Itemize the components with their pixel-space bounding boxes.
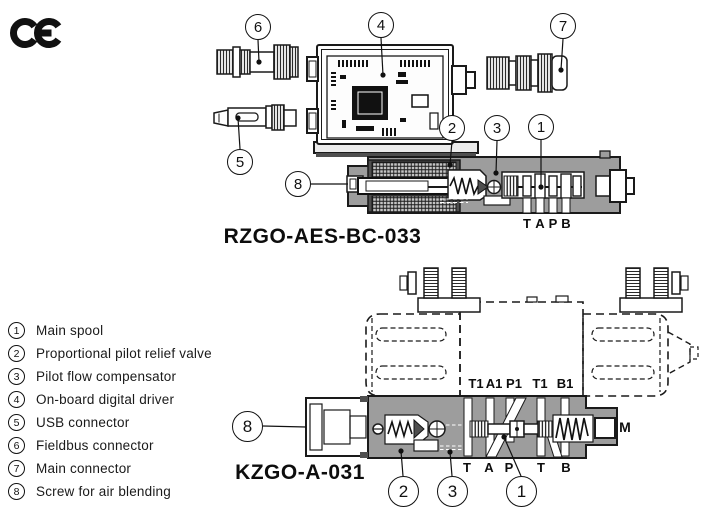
legend-label-8: Screw for air blending xyxy=(36,484,171,499)
fieldbus-connector-drawing xyxy=(216,44,299,80)
kzgo-gauge-port-m: M xyxy=(619,419,631,435)
rzgo-port-p: P xyxy=(548,216,558,231)
legend-label-7: Main connector xyxy=(36,461,132,476)
kzgo-port-b: B xyxy=(561,460,571,475)
legend-label-1: Main spool xyxy=(36,323,104,338)
kzgo-port-b1: B1 xyxy=(556,376,574,391)
legend-label-2: Proportional pilot relief valve xyxy=(36,346,212,361)
legend-label-4: On-board digital driver xyxy=(36,392,175,407)
kzgo-port-p1: P1 xyxy=(506,376,522,391)
legend-item-usb-connector: 5 USB connector xyxy=(8,411,212,434)
callout-fieldbus-connector: 6 xyxy=(245,14,271,40)
kzgo-model-title: KZGO-A-031 xyxy=(235,461,365,484)
callout-usb-connector: 5 xyxy=(227,149,253,175)
kzgo-port-t2: T xyxy=(537,460,545,475)
legend-label-6: Fieldbus connector xyxy=(36,438,154,453)
callout-main-connector: 7 xyxy=(550,13,576,39)
legend-item-fieldbus-connector: 6 Fieldbus connector xyxy=(8,434,212,457)
legend-number-8: 8 xyxy=(8,483,25,500)
callout-compensator-rzgo: 3 xyxy=(484,115,510,141)
legend-item-digital-driver: 4 On-board digital driver xyxy=(8,388,212,411)
kzgo-pilot-valve-drawing xyxy=(305,395,618,459)
kzgo-port-a: A xyxy=(484,460,494,475)
rzgo-port-a: A xyxy=(535,216,545,231)
ce-logo-icon xyxy=(10,18,62,48)
kzgo-port-t1b: T1 xyxy=(532,376,548,391)
callout-main-spool-rzgo: 1 xyxy=(528,114,554,140)
kzgo-port-a1: A1 xyxy=(485,376,503,391)
main-connector-drawing xyxy=(486,53,568,93)
legend-number-2: 2 xyxy=(8,345,25,362)
legend-item-main-connector: 7 Main connector xyxy=(8,457,212,480)
legend-label-3: Pilot flow compensator xyxy=(36,369,177,384)
legend-label-5: USB connector xyxy=(36,415,130,430)
rzgo-model-title: RZGO-AES-BC-033 xyxy=(223,225,422,248)
kzgo-port-t: T xyxy=(463,460,471,475)
legend-number-7: 7 xyxy=(8,460,25,477)
rzgo-port-t: T xyxy=(523,216,531,231)
kzgo-port-p: P xyxy=(504,460,514,475)
rzgo-valve-drawing xyxy=(346,150,635,214)
legend-number-5: 5 xyxy=(8,414,25,431)
callout-air-bleed-rzgo: 8 xyxy=(285,171,311,197)
callout-digital-driver: 4 xyxy=(368,12,394,38)
legend-number-6: 6 xyxy=(8,437,25,454)
legend-item-flow-compensator: 3 Pilot flow compensator xyxy=(8,365,212,388)
callout-leader-lines xyxy=(235,37,564,477)
legend-item-main-spool: 1 Main spool xyxy=(8,319,212,342)
usb-connector-drawing xyxy=(213,104,297,131)
digital-driver-drawing xyxy=(306,44,479,157)
legend-item-relief-valve: 2 Proportional pilot relief valve xyxy=(8,342,212,365)
rzgo-port-b: B xyxy=(561,216,571,231)
legend: 1 Main spool 2 Proportional pilot relief… xyxy=(8,319,212,503)
callout-relief-valve-kzgo: 2 xyxy=(388,476,419,507)
callout-compensator-kzgo: 3 xyxy=(437,476,468,507)
callout-main-spool-kzgo: 1 xyxy=(506,476,537,507)
legend-number-1: 1 xyxy=(8,322,25,339)
legend-number-3: 3 xyxy=(8,368,25,385)
legend-number-4: 4 xyxy=(8,391,25,408)
kzgo-main-valve-phantom xyxy=(365,267,699,397)
callout-air-bleed-kzgo: 8 xyxy=(232,411,263,442)
kzgo-port-t1: T1 xyxy=(468,376,484,391)
legend-item-air-blending-screw: 8 Screw for air blending xyxy=(8,480,212,503)
callout-relief-valve-rzgo: 2 xyxy=(439,115,465,141)
